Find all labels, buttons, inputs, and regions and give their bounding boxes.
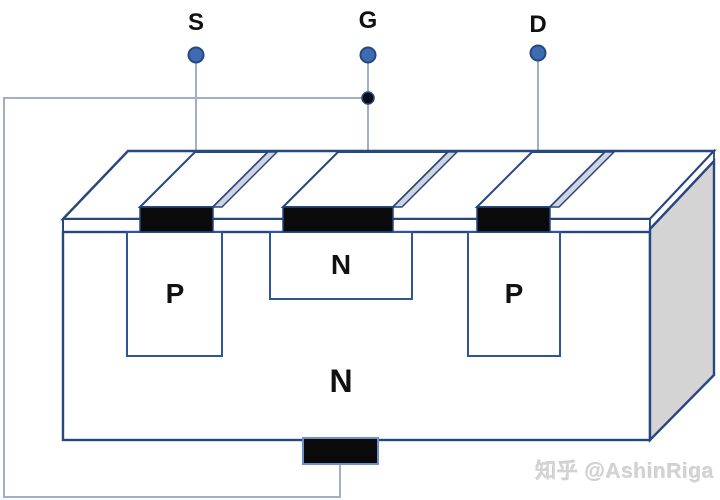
die-right-face bbox=[648, 157, 716, 443]
n-substrate-label: N bbox=[329, 363, 353, 399]
source-pad-side bbox=[211, 151, 279, 208]
substrate-bottom-electrode bbox=[302, 437, 379, 465]
source-terminal-dot bbox=[187, 46, 205, 64]
p-well-left bbox=[126, 231, 223, 357]
gate-body-wire bbox=[3, 97, 368, 498]
gate-terminal-label: G bbox=[358, 7, 378, 34]
p-well-right-label: P bbox=[504, 278, 524, 309]
gate-electrode bbox=[282, 206, 394, 233]
drain-terminal-dot bbox=[529, 44, 547, 62]
n-well-center bbox=[269, 231, 413, 300]
watermark: 知乎 @AshinRiga bbox=[535, 460, 714, 483]
gate-terminal-dot bbox=[359, 46, 377, 64]
p-well-left-label: P bbox=[165, 278, 185, 309]
drain-terminal-label: D bbox=[529, 11, 547, 38]
source-terminal-label: S bbox=[187, 9, 205, 36]
p-well-right bbox=[467, 231, 561, 357]
drain-pad-side bbox=[548, 151, 616, 208]
n-well-center-label: N bbox=[330, 249, 352, 280]
gate-pad-side bbox=[391, 151, 459, 208]
drain-electrode bbox=[476, 206, 551, 233]
wire-junction-dot bbox=[361, 91, 375, 105]
source-electrode bbox=[139, 206, 214, 233]
